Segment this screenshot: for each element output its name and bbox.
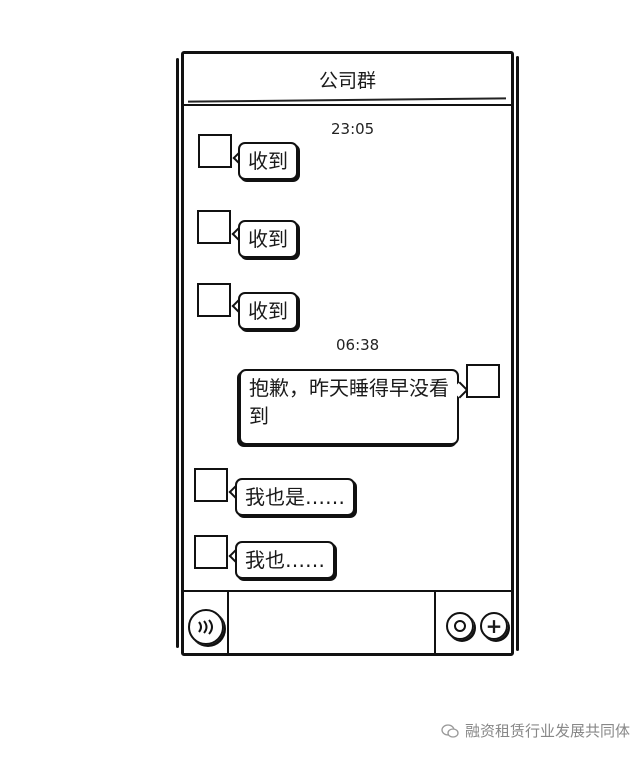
watermark-text: 融资租赁行业发展共同体 [464, 722, 630, 740]
message-bubble[interactable]: 我也是…… [235, 478, 355, 516]
message-text: 收到 [248, 227, 288, 251]
message-text: 收到 [248, 299, 288, 323]
chat-header: 公司群 [184, 54, 511, 106]
plus-icon[interactable]: + [480, 612, 508, 640]
chat-title: 公司群 [318, 69, 376, 92]
avatar[interactable] [197, 283, 231, 317]
watermark: 融资租赁行业发展共同体 [441, 720, 630, 741]
input-divider [434, 592, 436, 653]
message-input[interactable] [231, 596, 431, 650]
message-text: 抱歉，昨天睡得早没看到 [249, 376, 449, 428]
avatar[interactable] [198, 134, 232, 168]
timestamp: 06:38 [336, 336, 380, 354]
voice-icon[interactable] [188, 609, 224, 645]
timestamp: 23:05 [331, 120, 375, 138]
emoji-face-glyph [454, 620, 466, 632]
emoji-icon[interactable] [446, 612, 474, 640]
phone-frame-edge-right [516, 56, 519, 651]
message-text: 我也…… [245, 548, 325, 572]
message-bubble[interactable]: 收到 [238, 220, 298, 258]
voice-wave-glyph [198, 619, 213, 635]
avatar[interactable] [197, 210, 231, 244]
message-bubble[interactable]: 收到 [238, 292, 298, 330]
plus-glyph: + [485, 613, 503, 638]
message-bubble-outgoing[interactable]: 抱歉，昨天睡得早没看到 [239, 369, 459, 445]
input-divider [227, 592, 229, 653]
phone-frame: 公司群 23:05 收到 收到 收到 06:38 抱歉，昨天睡得早没看到 我也是… [181, 51, 514, 656]
wechat-icon [441, 723, 459, 738]
avatar[interactable] [194, 468, 228, 502]
message-bubble[interactable]: 我也…… [235, 541, 335, 579]
input-bar: + [184, 590, 511, 653]
message-text: 收到 [248, 149, 288, 173]
avatar-self[interactable] [466, 364, 500, 398]
message-bubble[interactable]: 收到 [238, 142, 298, 180]
phone-frame-edge-left [176, 58, 179, 648]
avatar[interactable] [194, 535, 228, 569]
message-text: 我也是…… [245, 485, 345, 509]
